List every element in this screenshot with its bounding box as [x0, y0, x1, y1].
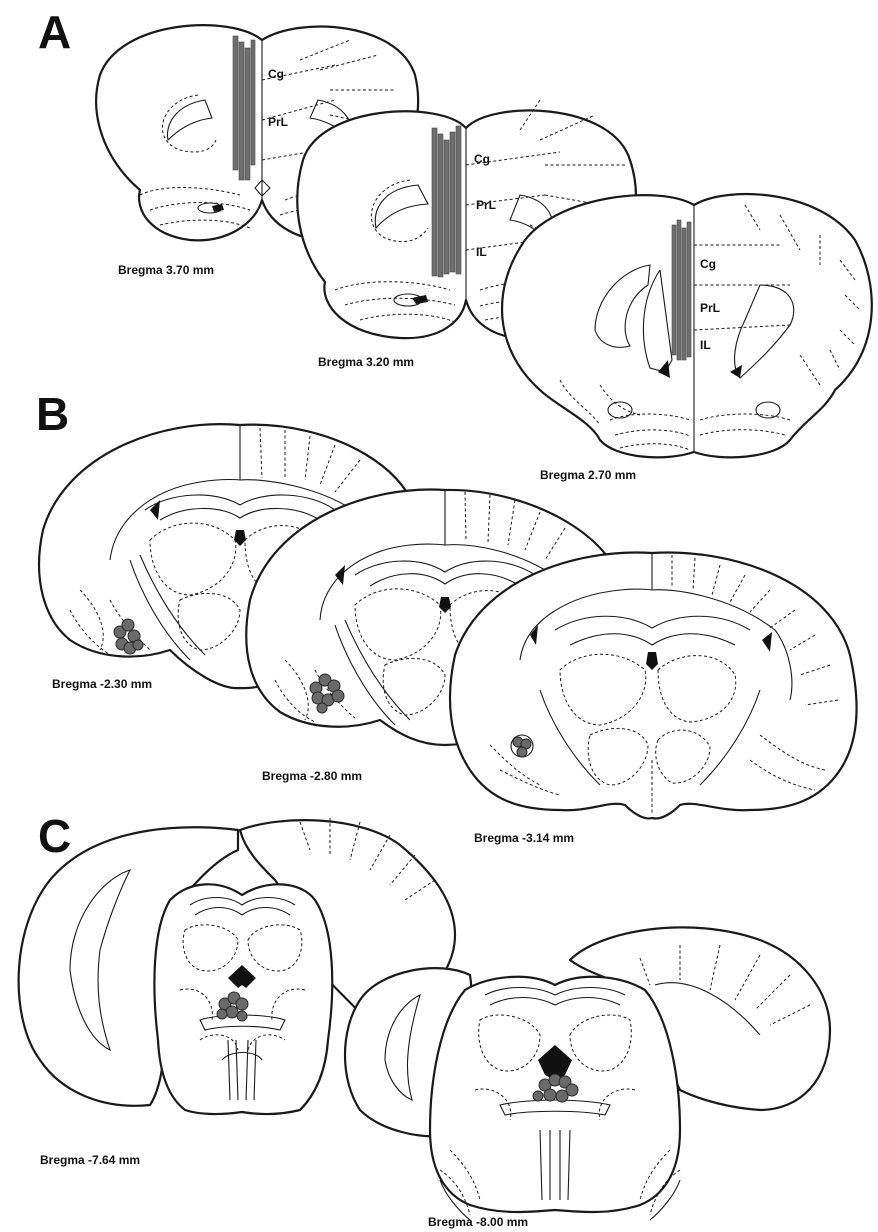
region-label-prl: PrL	[476, 198, 496, 212]
brain-outline	[450, 552, 857, 818]
section-a3: Cg PrL IL Bregma 2.70 mm	[502, 194, 872, 482]
bregma-caption: Bregma -2.30 mm	[52, 677, 152, 691]
panel-a: A Cg PrL Bregma 3.70 mm	[38, 6, 872, 482]
cannula-track	[432, 128, 437, 276]
cannula-track	[672, 225, 676, 355]
section-b3: Bregma -3.14 mm	[450, 552, 857, 845]
injection-site-marker	[226, 1006, 238, 1018]
region-label-cg: Cg	[268, 67, 284, 81]
injection-site-marker	[317, 703, 327, 713]
bregma-caption: Bregma 3.70 mm	[118, 263, 214, 277]
bregma-caption: Bregma -8.00 mm	[428, 1215, 528, 1229]
injection-site-marker	[237, 1011, 247, 1021]
cannula-track	[450, 132, 455, 272]
cannula-track	[682, 228, 686, 360]
panel-c: C Bregma -7.64 mm	[19, 810, 830, 1229]
cannula-track	[245, 48, 250, 180]
cannula-track	[687, 222, 691, 357]
region-label-prl: PrL	[700, 301, 720, 315]
cannula-track	[251, 40, 255, 165]
bregma-caption: Bregma 3.20 mm	[318, 355, 414, 369]
injection-site-marker	[556, 1090, 568, 1102]
panel-b-letter: B	[36, 388, 69, 440]
cannula-track	[444, 140, 449, 274]
injection-site-marker	[217, 1009, 227, 1019]
injection-site-marker	[533, 1091, 543, 1101]
bregma-caption: Bregma -2.80 mm	[262, 769, 362, 783]
region-label-cg: Cg	[474, 152, 490, 166]
region-label-prl: PrL	[268, 115, 288, 129]
injection-site-marker	[544, 1089, 556, 1101]
cannula-track	[677, 220, 681, 360]
bregma-caption: Bregma -3.14 mm	[474, 831, 574, 845]
cannula-track	[233, 36, 238, 170]
cannula-track	[239, 42, 244, 180]
region-label-il: IL	[476, 245, 487, 259]
injection-site-marker	[517, 747, 527, 757]
injection-site-marker	[133, 640, 143, 650]
region-label-il: IL	[700, 338, 711, 352]
cannula-track	[438, 134, 443, 277]
panel-c-letter: C	[38, 810, 71, 862]
injection-site-marker	[236, 998, 248, 1010]
bregma-caption: Bregma 2.70 mm	[540, 468, 636, 482]
injection-site-marker	[122, 619, 134, 631]
panel-a-letter: A	[38, 6, 71, 58]
cannula-track	[456, 126, 461, 274]
bregma-caption: Bregma -7.64 mm	[40, 1153, 140, 1167]
injection-site-marker	[332, 690, 344, 702]
section-c2: Bregma -8.00 mm	[345, 927, 830, 1229]
region-label-cg: Cg	[700, 257, 716, 271]
